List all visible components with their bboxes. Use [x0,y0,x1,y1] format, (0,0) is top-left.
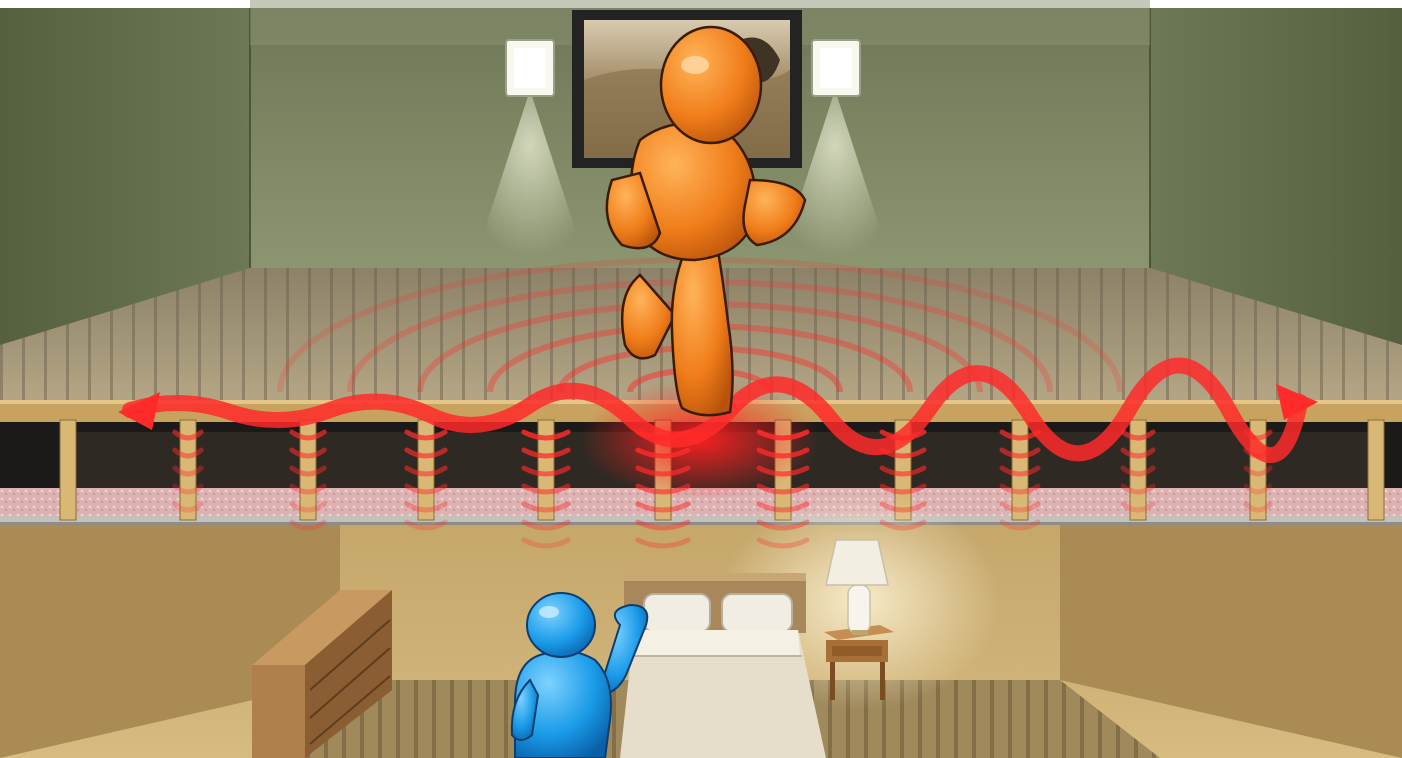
joist [60,420,76,520]
wall-sconce-icon [506,40,554,96]
wall-sconce-icon [812,40,860,96]
joist-cavity [74,432,180,488]
joist-cavity [909,432,1012,488]
joist [538,420,554,520]
joist-cavity [314,432,418,488]
joist [1368,420,1384,520]
joist-cavity [1144,432,1250,488]
joist-cavity [432,432,538,488]
joist-cavity [194,432,300,488]
lower-room [0,490,1402,758]
bed [620,573,826,758]
